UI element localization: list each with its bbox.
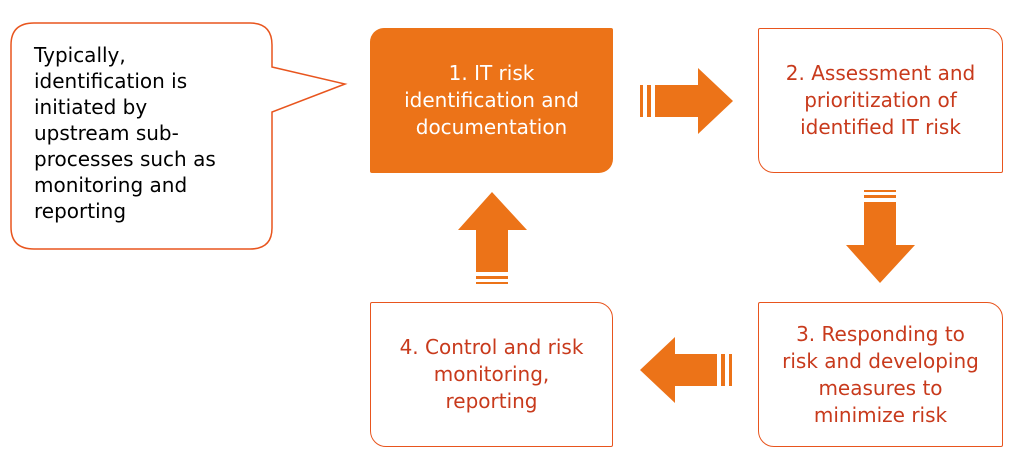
step-1-box: 1. IT risk identification and documentat… bbox=[370, 28, 613, 173]
arrow-right-icon bbox=[640, 68, 733, 134]
step-3-box: 3. Responding to risk and developing mea… bbox=[758, 302, 1003, 447]
step-4-box: 4. Control and risk monitoring, reportin… bbox=[370, 302, 613, 447]
step-2-label: 2. Assessment and prioritization of iden… bbox=[785, 61, 976, 139]
arrow-left-icon bbox=[640, 337, 732, 403]
callout-text: Typically, identification is initiated b… bbox=[34, 43, 216, 223]
step-4-label: 4. Control and risk monitoring, reportin… bbox=[399, 335, 584, 413]
arrow-up-icon bbox=[458, 192, 527, 284]
step-1-label: 1. IT risk identification and documentat… bbox=[404, 61, 579, 139]
arrow-down-icon bbox=[846, 190, 915, 283]
step-2-box: 2. Assessment and prioritization of iden… bbox=[758, 28, 1003, 173]
step-3-label: 3. Responding to risk and developing mea… bbox=[782, 321, 979, 427]
